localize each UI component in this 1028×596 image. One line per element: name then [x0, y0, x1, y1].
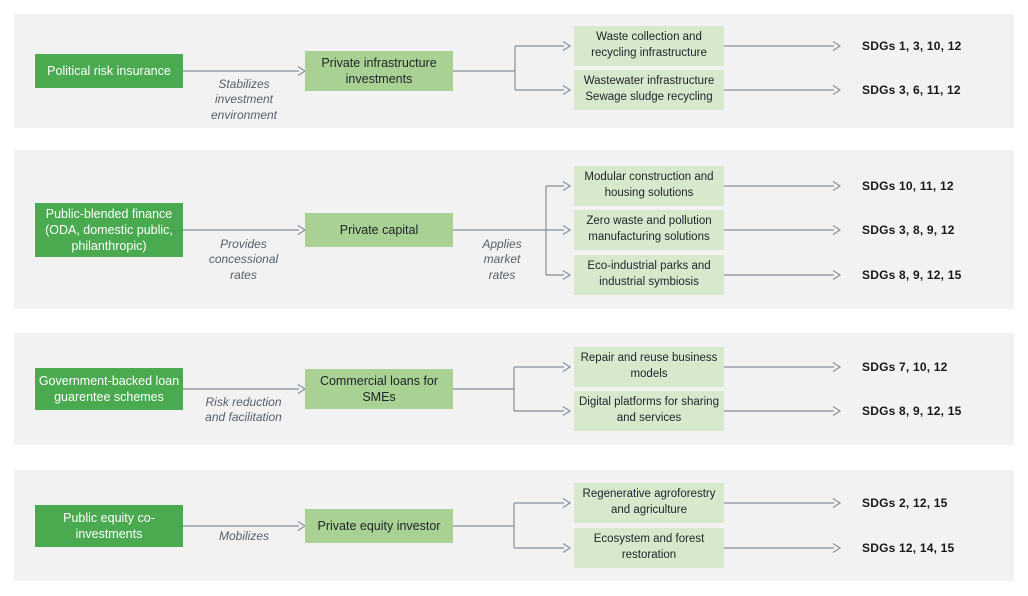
outcome-box: Regenerative agroforestry and agricultur…	[574, 483, 724, 523]
intermediary-box-commercial-loans: Commercial loans for SMEs	[305, 369, 453, 409]
sdg-label: SDGs 10, 11, 12	[862, 179, 954, 193]
outcome-box: Ecosystem and forest restoration	[574, 528, 724, 568]
mechanism-label: Stabilizes investment environment	[210, 77, 278, 122]
outcome-box: Waste collection and recycling infrastru…	[574, 26, 724, 66]
intermediary-box-private-capital: Private capital	[305, 213, 453, 247]
sdg-label: SDGs 3, 6, 11, 12	[862, 83, 961, 97]
sdg-label: SDGs 12, 14, 15	[862, 541, 955, 555]
source-box-political-risk-insurance: Political risk insurance	[35, 54, 183, 88]
mechanism-label: Provides concessional rates	[208, 237, 279, 282]
source-box-public-equity-co-investments: Public equity co-investments	[35, 505, 183, 547]
outcome-box: Zero waste and pollution manufacturing s…	[574, 210, 724, 250]
outcome-box: Wastewater infrastructure Sewage sludge …	[574, 70, 724, 110]
intermediary-box-private-equity-investor: Private equity investor	[305, 509, 453, 543]
mechanism-label: Risk reduction and facilitation	[205, 395, 282, 425]
outcome-box: Modular construction and housing solutio…	[574, 166, 724, 206]
mechanism-label-applies-market-rates: Applies market rates	[482, 237, 522, 282]
outcome-box: Eco-industrial parks and industrial symb…	[574, 255, 724, 295]
sdg-label: SDGs 7, 10, 12	[862, 360, 948, 374]
intermediary-box-private-infrastructure: Private infrastructure investments	[305, 51, 453, 91]
sdg-label: SDGs 1, 3, 10, 12	[862, 39, 962, 53]
sdg-label: SDGs 2, 12, 15	[862, 496, 948, 510]
outcome-box: Digital platforms for sharing and servic…	[574, 391, 724, 431]
source-box-loan-guarentee-schemes: Government-backed loan guarentee schemes	[35, 368, 183, 410]
outcome-box: Repair and reuse business models	[574, 347, 724, 387]
sdg-label: SDGs 8, 9, 12, 15	[862, 404, 962, 418]
sdg-label: SDGs 3, 8, 9, 12	[862, 223, 955, 237]
sdg-label: SDGs 8, 9, 12, 15	[862, 268, 962, 282]
mechanism-label: Mobilizes	[218, 529, 269, 543]
source-box-public-blended-finance: Public-blended finance (ODA, domestic pu…	[35, 203, 183, 257]
